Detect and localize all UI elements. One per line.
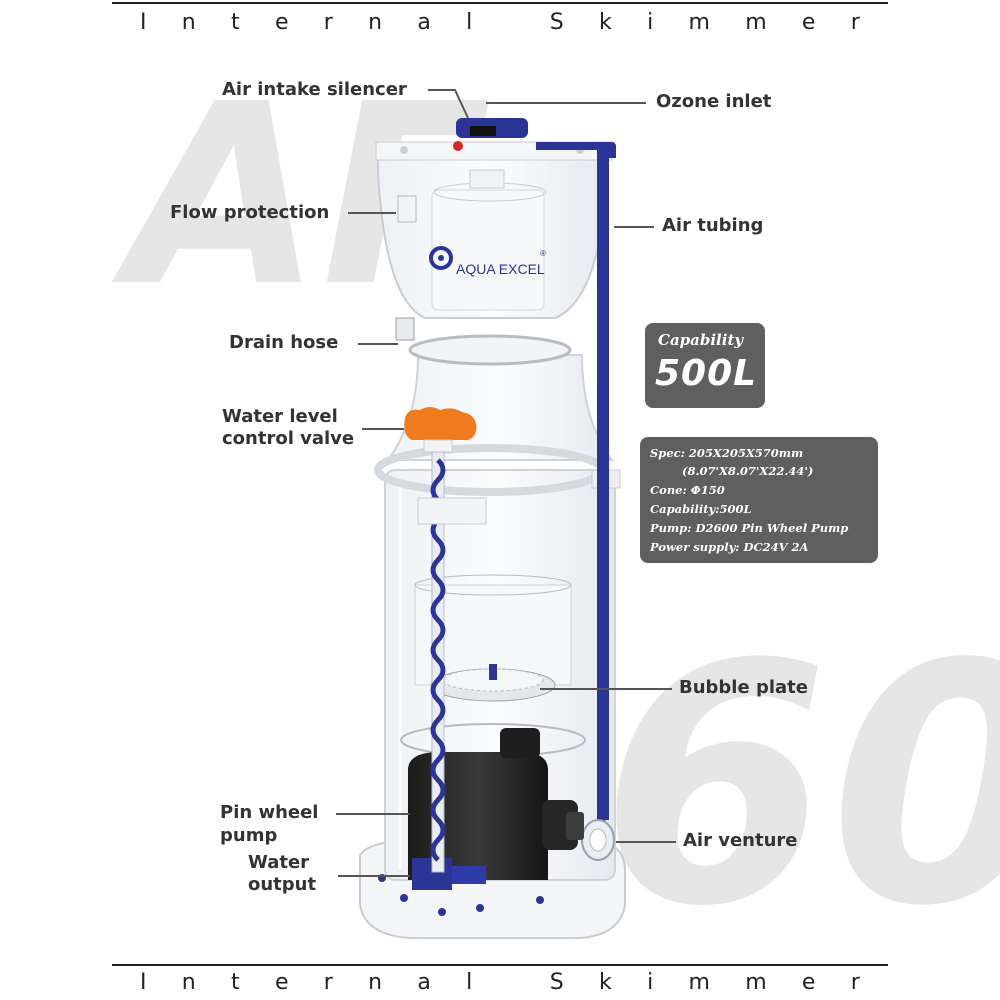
brand-logo: AQUA EXCEL ® — [429, 246, 546, 277]
header-letter: i — [647, 10, 654, 35]
header-letter: m — [688, 10, 710, 35]
drain-hose-part — [395, 317, 415, 341]
footer-letter: m — [688, 970, 710, 995]
leader-flow-protection — [348, 212, 396, 214]
label-bubble-plate: Bubble plate — [679, 677, 808, 698]
header-letter: I — [140, 10, 147, 35]
cup-lid — [453, 118, 528, 151]
leader-air-tubing — [614, 226, 654, 228]
header-letter: r — [323, 10, 333, 35]
label-air-venture: Air venture — [683, 830, 798, 851]
footer-letter: I — [140, 970, 147, 995]
footer-letter: e — [274, 970, 289, 995]
spec-line-dimensions: Spec: 205X205X570mm — [650, 446, 804, 460]
header-rule — [112, 2, 888, 4]
spec-line-pump: Pump: D2600 Pin Wheel Pump — [650, 521, 849, 535]
spec-line-power: Power supply: DC24V 2A — [650, 540, 809, 554]
header-letter: a — [417, 10, 431, 35]
header-letter: n — [181, 10, 196, 35]
label-pin-wheel-line1: Pin wheel — [220, 802, 319, 823]
footer-letter: i — [647, 970, 654, 995]
header-title: I n t e r n a l S k i m m e r — [140, 10, 860, 35]
leader-water-level — [362, 428, 404, 430]
capability-title: Capability — [658, 331, 744, 349]
header-letter: l — [466, 10, 473, 35]
header-letter: m — [745, 10, 767, 35]
label-water-level-line2: control valve — [222, 428, 355, 449]
label-water-level-line1: Water level — [222, 406, 338, 427]
footer-letter: k — [599, 970, 612, 995]
header-letter: e — [274, 10, 289, 35]
footer-letter: r — [850, 970, 860, 995]
watermark-bottom-text: 60 — [600, 594, 1000, 978]
footer-letter: e — [801, 970, 816, 995]
label-drain-hose: Drain hose — [229, 332, 339, 353]
footer-letter: t — [231, 970, 240, 995]
leader-pin-wheel — [336, 813, 410, 815]
footer-letter: l — [466, 970, 473, 995]
footer-letter: a — [417, 970, 431, 995]
spec-line-dimensions-inches: (8.07'X8.07'X22.44') — [682, 464, 814, 478]
footer-letter: r — [323, 970, 333, 995]
header-letter: r — [850, 10, 860, 35]
footer-letter: S — [549, 970, 564, 995]
footer-letter: m — [745, 970, 767, 995]
header-letter: k — [599, 10, 612, 35]
air-venture-part — [581, 819, 615, 861]
spec-box: Spec: 205X205X570mm (8.07'X8.07'X22.44')… — [640, 437, 878, 563]
header-letter: n — [368, 10, 383, 35]
label-pin-wheel-line2: pump — [220, 825, 278, 846]
header-letter: t — [231, 10, 240, 35]
header-letter: S — [549, 10, 564, 35]
label-flow-protection: Flow protection — [170, 202, 330, 223]
capability-box: Capability 500L — [645, 323, 765, 408]
spec-line-cone: Cone: Φ150 — [650, 483, 725, 497]
leader-water-output — [338, 875, 410, 877]
leader-bubble-plate — [540, 688, 672, 690]
leader-ozone-inlet — [486, 102, 646, 104]
footer-rule — [112, 964, 888, 966]
footer-letter: n — [368, 970, 383, 995]
capability-value: 500L — [655, 353, 758, 394]
footer-title: I n t e r n a l S k i m m e r — [140, 970, 860, 995]
label-water-output-line2: output — [248, 874, 317, 895]
leader-drain-hose — [358, 343, 398, 345]
registered-mark: ® — [540, 249, 546, 258]
label-air-intake-silencer: Air intake silencer — [222, 79, 407, 100]
label-ozone-inlet: Ozone inlet — [656, 91, 772, 112]
brand-logo-text: AQUA EXCEL — [456, 261, 545, 277]
bubble-plate-part — [400, 664, 586, 757]
leader-air-venture — [616, 841, 676, 843]
water-level-valve — [404, 407, 487, 873]
collection-cup — [375, 141, 613, 319]
flow-protection-part — [397, 195, 417, 223]
spec-line-capability: Capability:500L — [650, 502, 752, 516]
label-water-output-line1: Water — [248, 852, 310, 873]
header-letter: e — [801, 10, 816, 35]
label-air-tubing: Air tubing — [662, 215, 764, 236]
footer-letter: n — [181, 970, 196, 995]
